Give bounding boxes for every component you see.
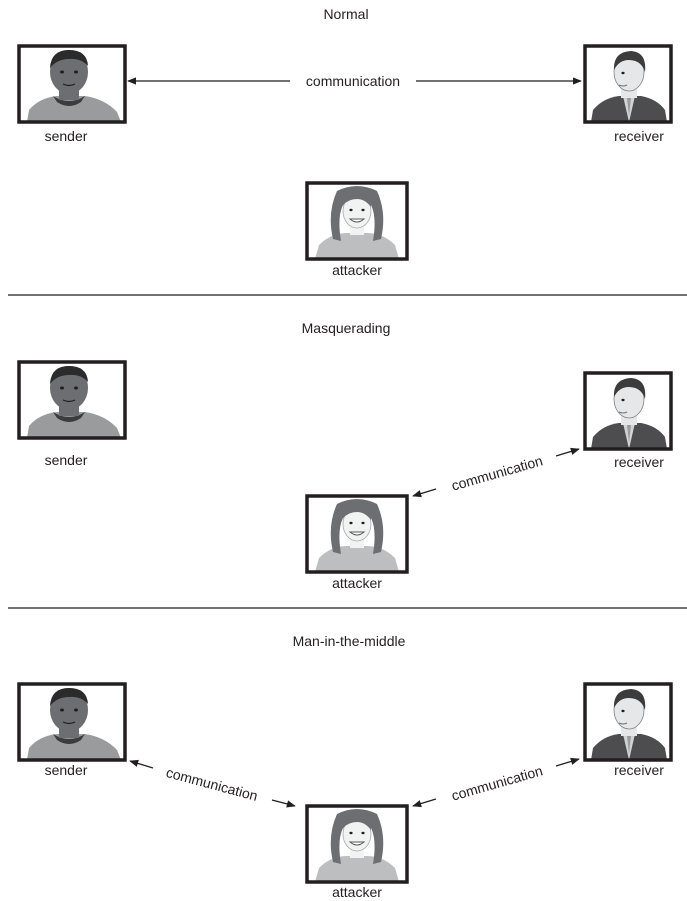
communication-label: communication bbox=[450, 762, 545, 803]
receiver-portrait-image bbox=[583, 44, 673, 124]
link-attacker-receiver: communication bbox=[412, 447, 580, 498]
arrow-to-receiver bbox=[555, 447, 580, 457]
sender-label: sender bbox=[45, 128, 88, 144]
receiver-label: receiver bbox=[614, 762, 664, 778]
sender-portrait-image bbox=[17, 682, 127, 762]
arrow-to-receiver bbox=[555, 757, 580, 767]
communication-label: communication bbox=[164, 764, 259, 804]
receiver-node: receiver bbox=[583, 682, 673, 778]
receiver-label: receiver bbox=[614, 454, 664, 470]
arrow-to-attacker bbox=[271, 799, 296, 808]
section-man-in-the-middle: Man-in-the-middle sender receiver attack… bbox=[17, 633, 673, 900]
attacker-label: attacker bbox=[332, 884, 382, 900]
sender-portrait-image bbox=[17, 44, 127, 124]
section-title: Normal bbox=[323, 6, 368, 22]
communication-label: communication bbox=[450, 452, 545, 493]
receiver-label: receiver bbox=[614, 128, 664, 144]
link-sender-attacker: communication bbox=[129, 759, 296, 808]
attacker-portrait-image bbox=[305, 494, 409, 574]
receiver-node: receiver bbox=[583, 371, 673, 470]
sender-label: sender bbox=[45, 452, 88, 468]
sender-node: sender bbox=[17, 360, 127, 468]
link-sender-receiver: communication bbox=[127, 73, 582, 89]
section-title: Masquerading bbox=[302, 320, 391, 336]
arrow-to-attacker bbox=[412, 488, 437, 498]
sender-node: sender bbox=[17, 44, 127, 144]
attacker-portrait-image bbox=[305, 804, 409, 884]
attacker-label: attacker bbox=[332, 575, 382, 591]
sender-portrait-image bbox=[17, 360, 127, 440]
attacker-node: attacker bbox=[305, 804, 409, 900]
receiver-portrait-image bbox=[583, 371, 673, 451]
receiver-node: receiver bbox=[583, 44, 673, 144]
attacker-portrait-image bbox=[305, 181, 409, 261]
section-normal: Normal sender receiver attacker communic… bbox=[17, 6, 673, 278]
attacker-node: attacker bbox=[305, 181, 409, 278]
attacker-label: attacker bbox=[332, 262, 382, 278]
section-title: Man-in-the-middle bbox=[293, 633, 406, 649]
link-attacker-receiver: communication bbox=[412, 757, 580, 808]
sender-label: sender bbox=[45, 762, 88, 778]
receiver-portrait-image bbox=[583, 682, 673, 762]
communication-label: communication bbox=[306, 73, 400, 89]
section-masquerading: Masquerading sender receiver attacker co… bbox=[17, 320, 673, 591]
sender-node: sender bbox=[17, 682, 127, 778]
attacker-node: attacker bbox=[305, 494, 409, 591]
arrow-to-attacker bbox=[412, 798, 437, 808]
arrow-to-sender bbox=[129, 759, 154, 769]
